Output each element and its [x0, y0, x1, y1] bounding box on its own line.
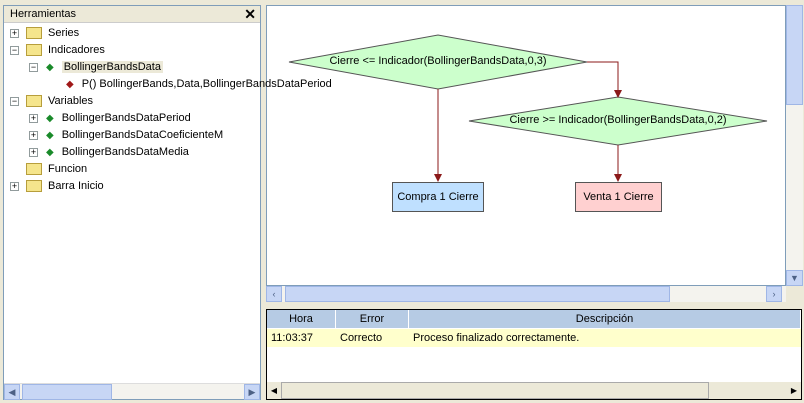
diamond-icon: ◆ — [46, 130, 54, 141]
tree-item-series[interactable]: + Series — [10, 25, 79, 42]
tree-label: Variables — [48, 95, 94, 107]
buy-action-box[interactable]: Compra 1 Cierre — [392, 182, 484, 212]
scroll-left-icon[interactable]: ◀ — [4, 384, 20, 400]
tree-label: Funcion — [48, 163, 88, 175]
tree-label: BollingerBandsDataMedia — [61, 146, 189, 158]
folder-icon — [26, 27, 42, 40]
log-table: Hora Error Descripción 11:03:37 Correcto… — [266, 309, 802, 400]
vertical-scrollbar[interactable]: ▼ — [786, 5, 803, 286]
folder-icon — [26, 163, 42, 176]
condition-2-shape — [468, 96, 768, 146]
tree-label: Series — [48, 27, 80, 39]
tree-item-variables[interactable]: − Variables — [10, 93, 93, 110]
tree-label: P() BollingerBands,Data,BollingerBandsDa… — [81, 78, 332, 90]
expand-icon[interactable]: + — [10, 28, 19, 38]
column-header-hora[interactable]: Hora — [267, 310, 336, 328]
folder-icon — [26, 44, 42, 57]
scroll-down-icon[interactable]: ▼ — [786, 270, 803, 286]
diamond-icon: ◆ — [46, 62, 54, 73]
arrow-head — [614, 90, 622, 98]
tree-item-period[interactable]: + ◆ BollingerBandsDataPeriod — [29, 110, 191, 127]
tree-item-coeficiente[interactable]: + ◆ BollingerBandsDataCoeficienteM — [29, 127, 223, 144]
folder-icon — [26, 180, 42, 193]
sell-action-box[interactable]: Venta 1 Cierre — [575, 182, 662, 212]
tree-item-indicadores[interactable]: − Indicadores — [10, 42, 105, 59]
scroll-left-icon[interactable]: ‹ — [266, 286, 282, 302]
column-header-descripcion[interactable]: Descripción — [409, 310, 801, 328]
collapse-icon[interactable]: − — [10, 45, 19, 55]
tools-panel: Herramientas ✕ +Series −Indicadores −◆Bo… — [3, 5, 332, 400]
panel-title: Herramientas — [10, 8, 77, 20]
tree-item-media[interactable]: + ◆ BollingerBandsDataMedia — [29, 144, 189, 161]
close-icon[interactable]: ✕ — [244, 6, 256, 22]
tree-label: Indicadores — [48, 44, 105, 56]
diamond-icon: ◆ — [46, 147, 54, 158]
connector-line — [587, 61, 619, 94]
cell-descripcion: Proceso finalizado correctamente. — [409, 329, 801, 347]
column-header-error[interactable]: Error — [336, 310, 409, 328]
scroll-right-icon[interactable]: ▶ — [244, 384, 260, 400]
expand-icon[interactable]: + — [29, 130, 38, 140]
scroll-right-icon[interactable]: › — [766, 286, 782, 302]
scroll-right-icon[interactable]: ▶ — [790, 386, 798, 395]
flow-connectors — [288, 34, 768, 182]
scroll-thumb[interactable] — [22, 384, 112, 400]
horizontal-scrollbar[interactable]: ◀ ▶ — [267, 382, 801, 399]
tree-label: BollingerBandsDataCoeficienteM — [61, 129, 224, 141]
arrow-head — [614, 174, 622, 182]
horizontal-scrollbar[interactable]: ‹ › — [266, 286, 786, 302]
cell-error: Correcto — [336, 329, 409, 347]
diamond-icon: ◆ — [66, 79, 74, 90]
condition-2-label[interactable]: Cierre >= Indicador(BollingerBandsData,0… — [509, 114, 727, 126]
scroll-left-icon[interactable]: ◀ — [270, 386, 278, 395]
collapse-icon[interactable]: − — [10, 96, 19, 106]
folder-icon — [26, 95, 42, 108]
scroll-thumb[interactable] — [786, 5, 803, 105]
diamond-icon: ◆ — [46, 113, 54, 124]
horizontal-scrollbar[interactable]: ◀ ▶ — [4, 383, 260, 400]
expand-icon[interactable]: + — [29, 113, 38, 123]
tree-item-parameter[interactable]: ◆ P() BollingerBands,Data,BollingerBandsD… — [66, 76, 332, 93]
arrow-head — [434, 174, 442, 182]
expand-icon[interactable]: + — [29, 147, 38, 157]
tree-item-funcion[interactable]: Funcion — [26, 161, 87, 178]
tree-item-bollingerbandsdata[interactable]: −◆ BollingerBandsData — [29, 59, 163, 76]
collapse-icon[interactable]: − — [29, 62, 38, 72]
cell-hora: 11:03:37 — [267, 329, 336, 347]
tree-label: BollingerBandsData — [61, 61, 163, 73]
expand-icon[interactable]: + — [10, 181, 19, 191]
tree-label: BollingerBandsDataPeriod — [61, 112, 191, 124]
flow-diagram-canvas[interactable]: Cierre <= Indicador(BollingerBandsData,0… — [266, 5, 786, 286]
condition-1-label[interactable]: Cierre <= Indicador(BollingerBandsData,0… — [329, 55, 547, 67]
tree-item-barra-inicio[interactable]: + Barra Inicio — [10, 178, 104, 195]
tree-label: Barra Inicio — [48, 180, 104, 192]
scroll-thumb[interactable] — [281, 382, 709, 399]
tools-panel-header: Herramientas ✕ — [4, 6, 260, 23]
scroll-thumb[interactable] — [285, 286, 670, 302]
